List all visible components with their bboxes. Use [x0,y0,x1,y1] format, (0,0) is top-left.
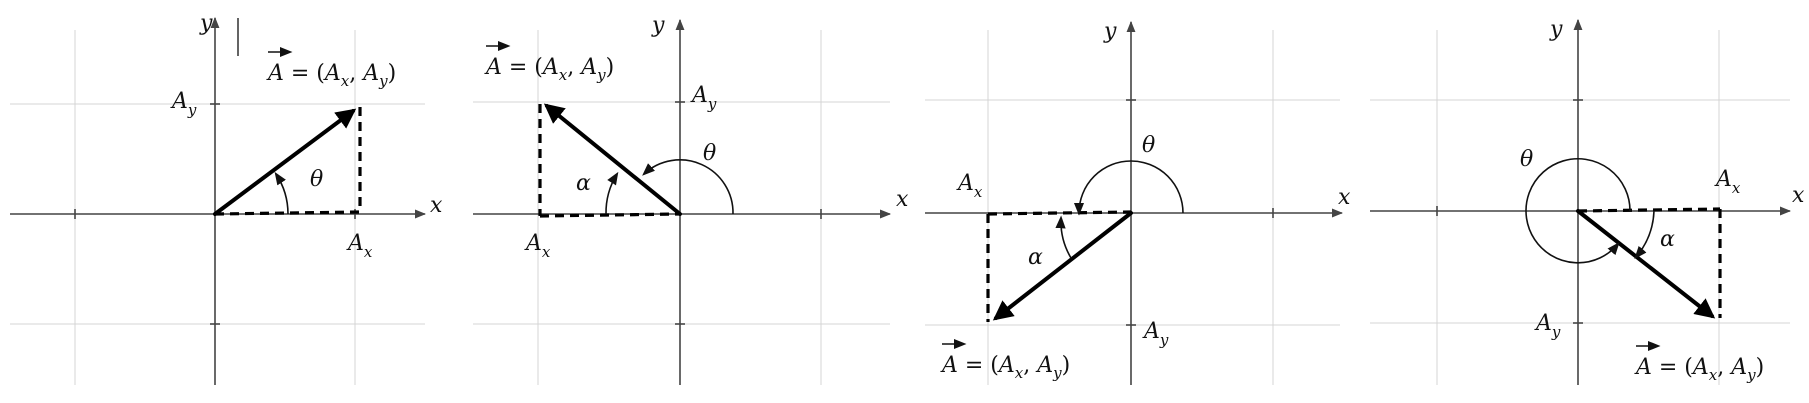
svg-text:A = (Ax, Ay): A = (Ax, Ay) [1634,355,1764,384]
panel-4-theta-label: θ [1520,147,1533,172]
panel-3-grid [925,30,1340,385]
panel-4-alpha-label: α [1660,227,1675,252]
panel-2-ax-component [539,212,681,218]
panel-2-y-label: y [651,13,665,38]
panel-2-quadrant-two: y x θ α Ay Ax A = (Ax, Ay) [473,13,909,385]
svg-text:A = (Ax, Ay): A = (Ax, Ay) [940,353,1070,382]
panel-4-y-label: y [1549,17,1563,42]
panel-3-ay-label: Ay [1142,319,1169,349]
panel-3-quadrant-three: y x θ α Ax Ay A = (Ax, Ay) [925,19,1351,385]
panel-1-ax-label: Ax [346,231,373,261]
panel-1-quadrant-one: y x θ Ay Ax A = (Ax, Ay) [10,11,443,385]
panel-2-grid [473,30,890,385]
panel-2-ax-label: Ax [524,231,551,261]
panel-1-ay-label: Ay [170,89,197,119]
panel-3-x-label: x [1338,185,1351,210]
panel-4-ay-label: Ay [1534,311,1561,341]
panel-4-alpha-arc [1634,210,1655,259]
panel-4-ax-component [1577,207,1721,213]
panel-4-x-label: x [1792,183,1805,208]
svg-text:A = (Ax, Ay): A = (Ax, Ay) [266,61,396,90]
panel-2-vector-a [543,103,682,216]
panel-2-alpha-label: α [576,171,591,196]
panel-2-vector-equation: A = (Ax, Ay) [484,40,614,84]
panel-4-vector-a [1576,209,1716,319]
panel-1-y-label: y [199,11,213,36]
panel-3-vector-a [992,211,1133,321]
panel-1-theta-arc [274,171,289,215]
panel-4-theta-arc [1525,157,1631,264]
panel-1-vector-a [213,108,357,216]
panel-1-ax-component [214,210,361,216]
panel-2-ay-label: Ay [690,83,717,113]
panel-3-vector-equation: A = (Ax, Ay) [940,338,1070,382]
panel-3-alpha-arc [1055,215,1072,259]
panel-1-x-label: x [430,193,443,218]
panel-1-theta-label: θ [310,167,323,192]
panel-2-theta-label: θ [703,141,716,166]
panel-4-quadrant-four: y x θ α Ax Ay A = (Ax, Ay) [1370,17,1805,385]
svg-text:A = (Ax, Ay): A = (Ax, Ay) [484,55,614,84]
panel-3-y-label: y [1103,19,1117,44]
panel-4-ax-label: Ax [1714,167,1741,197]
panel-3-alpha-label: α [1028,245,1043,270]
panel-3-theta-label: θ [1142,133,1155,158]
panel-3-ax-label: Ax [956,171,983,201]
panel-3-theta-arc [1073,160,1184,216]
panel-1-vector-equation: A = (Ax, Ay) [266,46,396,90]
panel-2-theta-arc [642,159,734,215]
panel-2-x-label: x [896,187,909,212]
panel-3-ax-component [987,210,1132,216]
panel-2-alpha-arc [605,171,619,215]
panel-4-grid [1370,30,1790,385]
panel-4-vector-equation: A = (Ax, Ay) [1634,340,1764,384]
